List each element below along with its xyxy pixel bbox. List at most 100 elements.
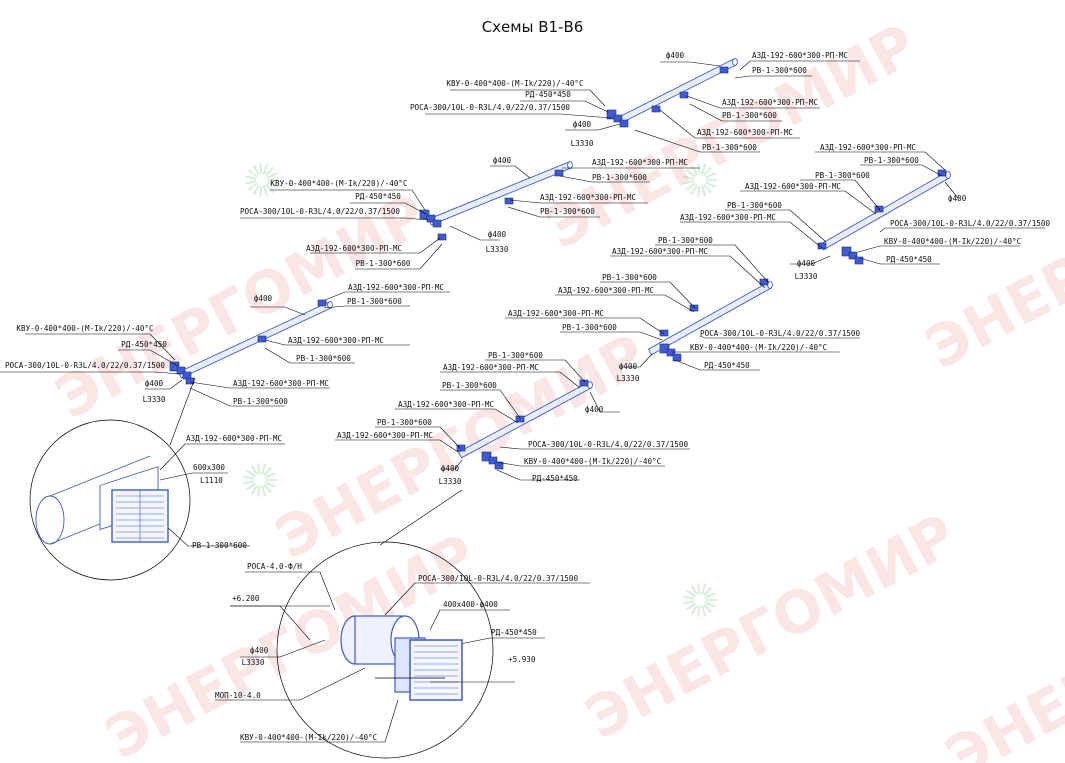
callout-label: МОП-10-4.0: [215, 691, 261, 700]
leader-layer: АЗД-192-600*300-РП-МСРВ-1-300*600АЗД-192…: [0, 51, 1050, 743]
logo-ray: [685, 169, 696, 178]
leader-line: [739, 60, 860, 71]
watermark-logo-icon: [683, 582, 717, 618]
callout-label: ф400: [250, 646, 269, 655]
watermark-text: ЭНЕРГОМИР: [915, 131, 1065, 383]
callout-label: АЗД-192-600*300-РП-МС: [443, 363, 539, 372]
logo-ray: [703, 603, 713, 614]
callout-label: L3330: [439, 477, 462, 486]
callout-label: 600x300: [193, 463, 225, 472]
leader-line: [620, 353, 653, 368]
leader-line: [245, 571, 336, 611]
leader-line: [240, 639, 326, 658]
damper-block: [659, 343, 670, 354]
damper-block: [666, 348, 676, 357]
callout-label: АЗД-192-600*300-РП-МС: [612, 247, 708, 256]
callout-label: ф400: [493, 156, 512, 165]
leader-line: [270, 189, 426, 211]
callout-label: АЗД-192-600*300-РП-МС: [697, 128, 793, 137]
logo-ray: [247, 169, 258, 178]
leader-line: [520, 100, 609, 113]
callout-label: АЗД-192-600*300-РП-МС: [680, 213, 776, 222]
leader-line: [699, 335, 860, 339]
damper-block: [169, 361, 180, 372]
duct-layer: [169, 58, 951, 470]
callout-label: L3330: [617, 374, 640, 383]
callout-label: РД-450*450: [491, 628, 537, 637]
callout-label: АЗД-192-600*300-РП-МС: [337, 431, 433, 440]
leader-line: [734, 75, 812, 79]
logo-ray: [259, 162, 263, 175]
logo-ray: [245, 180, 257, 185]
leader-line: [145, 379, 183, 390]
logo-ray: [250, 484, 258, 496]
damper-block: [317, 299, 327, 307]
damper-block: [488, 456, 498, 465]
damper-block: [659, 329, 669, 337]
logo-ray: [705, 172, 716, 179]
logo-ray: [683, 600, 695, 605]
damper-block: [257, 335, 267, 343]
callout-label: РОСА-300/10L-0-R3L/4.0/22/0.37/1500: [240, 207, 400, 216]
damper-block: [419, 209, 430, 220]
detail-length: L1110: [200, 476, 223, 485]
damper-block: [504, 197, 514, 205]
callout-label: ф400: [441, 464, 460, 473]
leader-line: [0, 371, 181, 375]
leader-line: [264, 347, 355, 364]
leader-line: [425, 113, 613, 119]
callout-label: РД-450*450: [525, 90, 571, 99]
callout-label: L3330: [143, 395, 166, 404]
logo-ray: [697, 185, 701, 198]
callout-label: ф400: [619, 362, 638, 371]
logo-ray: [260, 463, 267, 475]
callout-label: РВ-1-300*600: [658, 236, 713, 245]
logo-ray: [265, 166, 275, 177]
detail-circle: [29, 419, 191, 581]
logo-ray: [263, 483, 273, 494]
callout-label: РД-450*450: [532, 474, 578, 483]
callout-label: РВ-1-300*600: [602, 273, 657, 282]
leader-line: [860, 164, 943, 177]
callout-label: РД-450*450: [704, 361, 750, 370]
logo-ray: [262, 185, 269, 197]
damper-block: [613, 114, 623, 123]
damper-block: [719, 66, 729, 74]
logo-ray: [683, 175, 695, 180]
logo-ray: [243, 475, 255, 480]
callout-label: АЗД-192-600*300-РП-МС: [233, 379, 329, 388]
damper-block: [432, 219, 442, 228]
damper-block: [841, 246, 852, 257]
callout-label: ф400: [145, 379, 164, 388]
logo-ray: [260, 485, 267, 497]
leader-line: [264, 339, 410, 346]
logo-ray: [245, 175, 257, 180]
callout-label: РВ-1-300*600: [702, 143, 757, 152]
detail-length: L3330: [242, 658, 265, 667]
leader-line: [440, 389, 521, 419]
leader-line: [857, 245, 1020, 253]
logo-ray: [267, 172, 278, 179]
damper-block: [651, 105, 661, 113]
logo-ray: [700, 605, 707, 617]
duct-end-cap: [732, 58, 738, 66]
leader-line: [879, 227, 1045, 233]
elevation-mark: +6.200: [232, 594, 260, 603]
leader-line: [944, 181, 960, 199]
leader-line: [440, 371, 581, 389]
logo-ray: [690, 164, 698, 176]
duct-end-cap: [587, 381, 593, 389]
callout-label: РВ-1-300*600: [488, 351, 543, 360]
page-title: Схемы В1-В6: [481, 18, 584, 36]
leader-line: [660, 61, 721, 67]
logo-ray: [703, 183, 713, 194]
logo-ray: [697, 605, 701, 618]
callout-label: 400х400-ф400: [443, 600, 498, 609]
leader-line: [25, 333, 176, 361]
leader-line: [375, 426, 461, 449]
damper-block: [515, 415, 525, 423]
leader-line: [335, 439, 459, 453]
watermark-logo-icon: [243, 462, 277, 498]
callout-label: КВУ-0-400*400-(М-Ik/220)/-40°C: [884, 237, 1021, 246]
logo-ray: [690, 604, 698, 616]
